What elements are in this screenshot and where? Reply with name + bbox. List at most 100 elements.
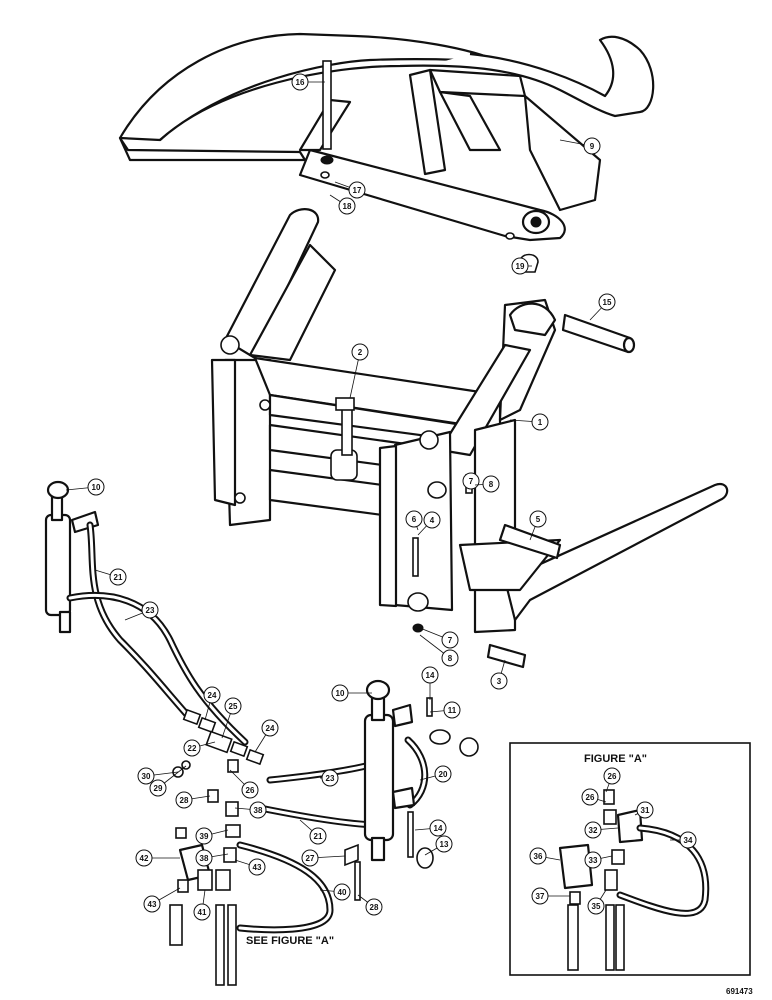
callout-f33: 33 — [584, 851, 613, 869]
callout-c16: 16 — [291, 73, 325, 91]
callout-number: 2 — [358, 348, 363, 357]
callout-number: 41 — [198, 908, 207, 917]
callout-f34: 34 — [670, 831, 697, 849]
callout-c43a: 43 — [234, 858, 266, 876]
callout-number: 10 — [92, 483, 101, 492]
callout-circle — [583, 137, 601, 155]
callout-number: 39 — [200, 832, 209, 841]
callout-number: 7 — [469, 477, 474, 486]
callout-number: 28 — [370, 903, 379, 912]
callout-c26: 26 — [229, 769, 259, 799]
callout-number: 26 — [586, 793, 595, 802]
callout-c10a: 10 — [65, 478, 105, 496]
callout-circle — [584, 851, 602, 869]
callout-c21a: 21 — [94, 568, 127, 586]
catalog-number: 691473 — [726, 987, 753, 996]
callout-number: 40 — [338, 888, 347, 897]
callout-number: 18 — [343, 202, 352, 211]
top-fork-frame — [118, 32, 655, 242]
callout-number: 10 — [336, 689, 345, 698]
callout-circle — [434, 765, 452, 783]
callout-c24b: 24 — [254, 719, 279, 753]
callout-number: 22 — [188, 744, 197, 753]
callout-number: 4 — [430, 516, 435, 525]
callout-circle — [224, 697, 242, 715]
callout-c20: 20 — [419, 765, 452, 783]
callout-circle — [603, 767, 621, 785]
callout-c38a: 38 — [234, 801, 267, 819]
callout-circle — [531, 887, 549, 905]
callout-number: 26 — [608, 772, 617, 781]
callout-number: 25 — [229, 702, 238, 711]
callout-number: 23 — [326, 774, 335, 783]
callout-circle — [598, 293, 616, 311]
callout-number: 23 — [146, 606, 155, 615]
callout-circle — [636, 801, 654, 819]
callout-number: 5 — [536, 515, 541, 524]
callout-circle — [241, 781, 259, 799]
callout-number: 6 — [412, 515, 417, 524]
callout-c9: 9 — [559, 137, 601, 155]
callout-c4: 4 — [417, 511, 441, 536]
callout-c42: 42 — [135, 849, 180, 867]
callout-number: 16 — [296, 78, 305, 87]
callout-f36: 36 — [529, 847, 561, 865]
left-hydraulic-cylinder — [44, 480, 100, 634]
callout-c23a: 23 — [124, 601, 159, 621]
callout-circle — [365, 898, 383, 916]
callout-c23b: 23 — [320, 769, 339, 787]
callout-number: 24 — [266, 724, 275, 733]
callout-number: 3 — [497, 677, 502, 686]
callout-circle — [175, 791, 193, 809]
callout-circle — [291, 73, 309, 91]
callout-circle — [531, 413, 549, 431]
callout-circle — [338, 197, 356, 215]
callout-c6: 6 — [405, 510, 423, 531]
callout-c28a: 28 — [175, 791, 211, 809]
callout-c8a: 8 — [474, 475, 500, 493]
callout-circle — [435, 835, 453, 853]
callout-number: 42 — [140, 854, 149, 863]
callout-c18: 18 — [329, 194, 356, 215]
callout-f35: 35 — [587, 889, 607, 915]
callout-circle — [261, 719, 279, 737]
callout-c24a: 24 — [203, 686, 221, 721]
callout-f32: 32 — [584, 821, 619, 839]
callout-f26a: 26 — [603, 767, 621, 793]
callout-circle — [443, 701, 461, 719]
callout-circle — [587, 897, 605, 915]
callout-circle — [529, 510, 547, 528]
callout-number: 13 — [440, 840, 449, 849]
callout-circle — [348, 181, 366, 199]
callout-c28b: 28 — [357, 894, 383, 916]
callout-number: 34 — [684, 836, 693, 845]
callout-c38b: 38 — [195, 849, 229, 867]
callout-number: 24 — [208, 691, 217, 700]
callout-c2: 2 — [349, 343, 369, 399]
callout-circle — [195, 827, 213, 845]
callout-circle — [249, 801, 267, 819]
callout-number: 15 — [603, 298, 612, 307]
callout-number: 8 — [489, 480, 494, 489]
callout-circle — [679, 831, 697, 849]
callout-c8b: 8 — [419, 634, 459, 667]
callout-c19: 19 — [511, 257, 532, 275]
callout-circle — [135, 849, 153, 867]
callout-number: 37 — [536, 892, 545, 901]
callout-c27: 27 — [301, 849, 346, 867]
callout-c14a: 14 — [421, 666, 439, 700]
callout-circle — [195, 849, 213, 867]
callout-circle — [331, 684, 349, 702]
callout-c7a: 7 — [462, 472, 480, 490]
callout-circle — [423, 511, 441, 529]
callout-circle — [309, 827, 327, 845]
callout-circle — [482, 475, 500, 493]
callout-number: 9 — [590, 142, 595, 151]
callout-circle — [109, 568, 127, 586]
callout-number: 32 — [589, 826, 598, 835]
figure-a-title: FIGURE "A" — [584, 753, 647, 765]
callout-number: 1 — [538, 418, 543, 427]
callout-c11: 11 — [429, 701, 461, 719]
